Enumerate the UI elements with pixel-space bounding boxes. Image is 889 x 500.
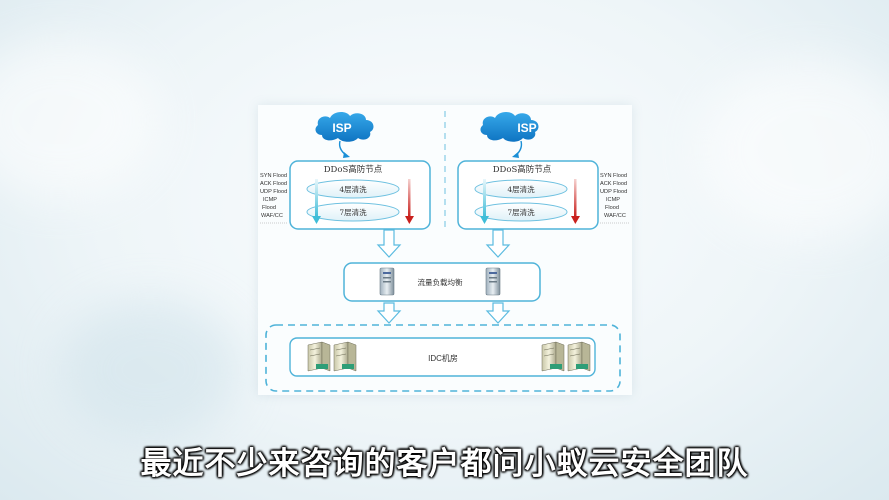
svg-text:UDP Flood: UDP Flood (600, 189, 627, 195)
hollow-arrow-down-icon (485, 302, 511, 324)
layer4-label-left: 4层清洗 (339, 184, 367, 194)
svg-text:Flood: Flood (262, 205, 276, 211)
server-rack-icon (541, 341, 565, 372)
ddos-node-right: DDoS高防节点 4层清洗 7层清洗 (457, 160, 599, 230)
flow-arrows-to-lb (376, 229, 511, 258)
idc-label: IDC机房 (428, 353, 458, 363)
arrow-down-red-icon (408, 179, 411, 217)
server-rack-icon (307, 341, 331, 372)
layer4-label-right: 4层清洗 (507, 184, 535, 194)
ddos-architecture-diagram: ISP ISP DDoS高防节点 4层清洗 7层清洗 SYN Flood ACK… (260, 111, 630, 392)
isp-label-right: ISP (517, 121, 536, 135)
attack-list-left: SYN Flood ACK Flood UDP Flood ICMP Flood… (260, 173, 288, 224)
svg-text:ACK Flood: ACK Flood (600, 181, 627, 187)
background-blur (0, 40, 160, 200)
idc-container: IDC机房 (265, 324, 621, 392)
svg-text:SYN Flood: SYN Flood (260, 173, 287, 179)
background-blur (700, 60, 889, 240)
flow-arrows-to-idc (376, 302, 511, 324)
ddos-node-title-left: DDoS高防节点 (324, 164, 383, 175)
diagram-panel: ISP ISP DDoS高防节点 4层清洗 7层清洗 SYN Flood ACK… (258, 105, 632, 395)
server-rack-icon (333, 341, 357, 372)
background-blur (60, 300, 240, 440)
layer7-label-right: 7层清洗 (507, 207, 535, 217)
svg-text:UDP Flood: UDP Flood (260, 189, 287, 195)
ddos-node-left: DDoS高防节点 4层清洗 7层清洗 (289, 160, 431, 230)
svg-text:Flood: Flood (605, 205, 619, 211)
load-balancer-box: 流量负载均衡 (343, 262, 541, 302)
svg-text:SYN Flood: SYN Flood (600, 173, 627, 179)
hollow-arrow-down-icon (485, 229, 511, 258)
arrow-down-red-icon (574, 179, 577, 217)
isp-label-left: ISP (332, 121, 351, 135)
svg-text:WAF/CC: WAF/CC (604, 213, 626, 219)
server-icon (379, 267, 395, 296)
svg-text:ACK Flood: ACK Flood (260, 181, 287, 187)
hollow-arrow-down-icon (376, 302, 402, 324)
attack-list-right: SYN Flood ACK Flood UDP Flood ICMP Flood… (600, 173, 630, 224)
ddos-node-title-right: DDoS高防节点 (493, 164, 552, 175)
isp-cloud-left: ISP (315, 112, 374, 158)
arrow-down-teal-icon (483, 179, 486, 217)
arrow-down-teal-icon (315, 179, 318, 217)
server-rack-icon (567, 341, 591, 372)
svg-text:WAF/CC: WAF/CC (261, 213, 283, 219)
server-icon (485, 267, 501, 296)
svg-text:ICMP: ICMP (606, 197, 620, 203)
video-subtitle: 最近不少来咨询的客户都问小蚁云安全团队 (140, 446, 749, 482)
svg-text:ICMP: ICMP (263, 197, 277, 203)
hollow-arrow-down-icon (376, 229, 402, 258)
isp-cloud-right: ISP (480, 112, 539, 158)
layer7-label-left: 7层清洗 (339, 207, 367, 217)
load-balancer-label: 流量负载均衡 (418, 277, 463, 287)
